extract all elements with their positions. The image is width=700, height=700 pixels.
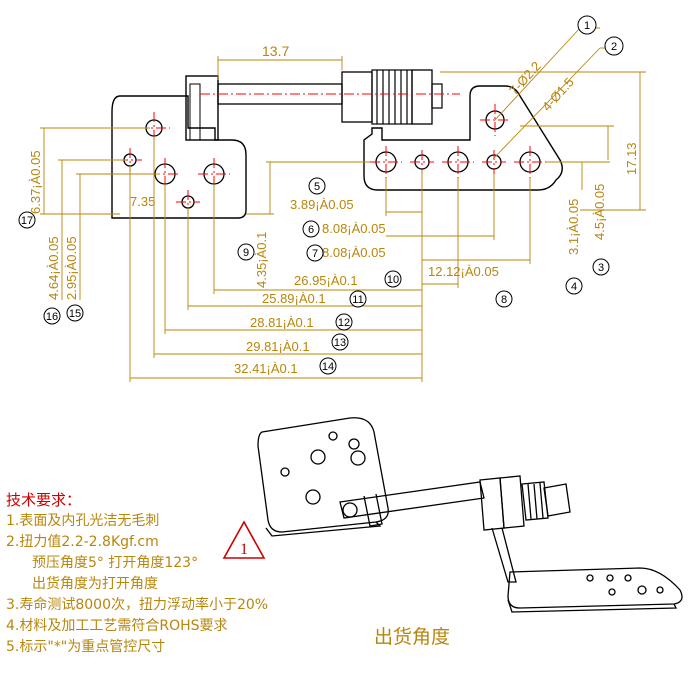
svg-text:12: 12 (338, 317, 350, 329)
note-line-3: 3.寿命测试8000次，扭力浮动率小于20% (6, 597, 269, 613)
callout-17: 17 (18, 211, 36, 229)
dim-29-81: 29.81¡À0.1 (246, 339, 310, 354)
svg-text:13: 13 (334, 337, 346, 349)
callout-13: 13 (331, 333, 349, 351)
center-lines (118, 93, 546, 214)
svg-text:1: 1 (240, 541, 248, 558)
torsion-spring (371, 69, 413, 125)
dim-8-08-b: 8.08¡À0.05 (322, 245, 386, 260)
dim-26-95: 26.95¡À0.1 (294, 273, 358, 288)
left-bracket-tab-inner (189, 83, 201, 141)
dim-2-95: 2.95¡À0.05 (64, 236, 79, 300)
svg-text:8: 8 (501, 294, 507, 306)
left-bracket-outline (111, 95, 247, 219)
dim-13-7: 13.7 (262, 43, 289, 59)
dim-3-1: 3.1¡À0.05 (566, 199, 581, 255)
callout-6: 6 (302, 220, 320, 238)
svg-text:17: 17 (21, 215, 33, 227)
svg-text:15: 15 (69, 308, 81, 320)
technical-requirements: 技术要求： 1.表面及内孔光洁无毛刺 2.扭力值2.2-2.8Kgf.cm 预压… (6, 490, 366, 658)
dim-32-41: 32.41¡À0.1 (234, 361, 298, 376)
callout-14: 14 (319, 357, 337, 375)
svg-text:14: 14 (322, 361, 334, 373)
dim-6-37: 6.37¡À0.05 (28, 150, 43, 214)
callout-5: 5 (308, 177, 326, 195)
callout-9: 9 (237, 243, 255, 261)
note-line-4: 4.材料及加工工艺需符合ROHS要求 (6, 618, 228, 634)
shaft-nut (411, 69, 433, 125)
callout-2: 2 (604, 36, 624, 56)
callout-4: 4 (565, 277, 583, 295)
note-line-2c: 出货角度为打开角度 (32, 576, 158, 592)
svg-text:10: 10 (387, 274, 399, 286)
dim-8-08-a: 8.08¡À0.05 (322, 221, 386, 236)
svg-text:1: 1 (584, 20, 590, 32)
ship-angle-label: 出货角度 (374, 626, 451, 648)
right-bracket-outline (363, 85, 563, 191)
note-line-2: 2.扭力值2.2-2.8Kgf.cm (6, 534, 159, 550)
svg-text:11: 11 (352, 294, 363, 306)
dim-4-64: 4.64¡À0.05 (46, 236, 61, 300)
callout-11: 11 (349, 290, 367, 308)
callout-3: 3 (592, 258, 610, 276)
shaft-end (431, 83, 443, 109)
dim-4-phi-1-5: 4-Ø1.5 (539, 74, 577, 114)
svg-text:3: 3 (598, 262, 604, 274)
dim-7-35: 7.35 (130, 194, 155, 209)
dim-28-81: 28.81¡À0.1 (250, 315, 314, 330)
callout-12: 12 (335, 313, 353, 331)
svg-text:5: 5 (314, 181, 320, 193)
shaft-collar (341, 71, 373, 123)
dim-12-12: 12.12¡À0.05 (428, 264, 499, 279)
callout-15: 15 (66, 304, 84, 322)
dim-25-89: 25.89¡À0.1 (262, 291, 326, 306)
svg-text:7: 7 (312, 248, 318, 260)
note-line-1: 1.表面及内孔光洁无毛刺 (6, 513, 160, 529)
dim-4-5: 4.5¡À0.05 (592, 184, 607, 240)
callout-10: 10 (384, 270, 402, 288)
note-line-5: 5.标示"*"为重点管控尺寸 (6, 639, 166, 655)
callout-7: 7 (306, 244, 324, 262)
dim-7-phi-2-2: 7-Ø2.2 (506, 58, 544, 98)
svg-text:2: 2 (611, 41, 617, 53)
svg-text:4: 4 (571, 281, 577, 293)
svg-text:9: 9 (243, 247, 249, 259)
svg-text:16: 16 (46, 311, 58, 323)
svg-text:6: 6 (308, 224, 314, 236)
isometric-view (257, 417, 683, 613)
dim-3-89: 3.89¡À0.05 (290, 197, 354, 212)
left-bracket-tab (185, 75, 219, 141)
warning-triangle-icon: 1 (222, 520, 266, 559)
notes-title: 技术要求： (6, 491, 82, 509)
callout-8: 8 (495, 290, 513, 308)
dim-4-35: 4.35¡À0.1 (254, 232, 269, 288)
note-line-2b: 预压角度5° 打开角度123° (32, 555, 199, 571)
callout-1: 1 (577, 15, 597, 35)
dimension-lines (40, 27, 646, 382)
dim-17-13: 17.13 (624, 142, 639, 175)
callout-16: 16 (43, 307, 61, 325)
